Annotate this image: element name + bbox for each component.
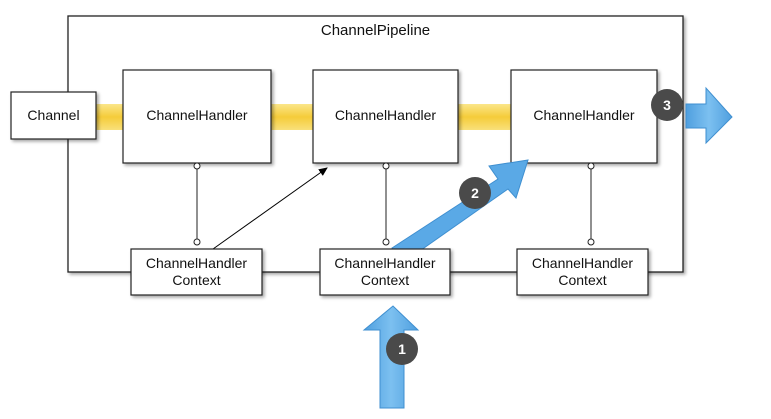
connector-dot [587,162,595,170]
channel-handler-label-1: ChannelHandler [146,107,248,123]
context-label-line2: Context [172,272,221,288]
context-box-3 [516,248,649,296]
flow-arrow-out [685,86,733,145]
channel-handler-box-3 [510,69,658,164]
step-badge-1 [386,333,418,365]
context-label-2: ChannelHandler Context [320,255,450,289]
context-label-line1: ChannelHandler [531,255,634,271]
step-badge-2 [459,177,491,209]
channel-handler-label-3: ChannelHandler [533,107,635,123]
channel-box [10,91,97,140]
handler-bar [458,104,511,130]
context-label-line2: Context [360,272,410,288]
channel-label: Channel [27,107,80,123]
context-label-1: ChannelHandler Context [131,255,262,289]
handler-bar [271,104,313,130]
context-label-3: ChannelHandler Context [517,255,648,289]
connector-dot [587,238,595,246]
context-box-2 [319,248,451,296]
step-badge-3 [651,89,683,121]
context-box-1 [130,248,263,296]
thin-arrow [212,167,328,250]
pipeline-title: ChannelPipeline [320,22,431,39]
connector-dot [193,238,201,246]
connector-dot [382,238,390,246]
handler-bar [96,104,124,130]
connector-dot [193,162,201,170]
step-number-2: 2 [471,185,479,201]
context-label-line2: Context [558,272,607,288]
step-number-3: 3 [663,97,671,113]
step-number-1: 1 [398,341,406,357]
connector-dot [382,162,390,170]
channel-handler-label-2: ChannelHandler [334,107,437,123]
context-label-line1: ChannelHandler [145,255,248,271]
context-label-line1: ChannelHandler [334,255,436,271]
